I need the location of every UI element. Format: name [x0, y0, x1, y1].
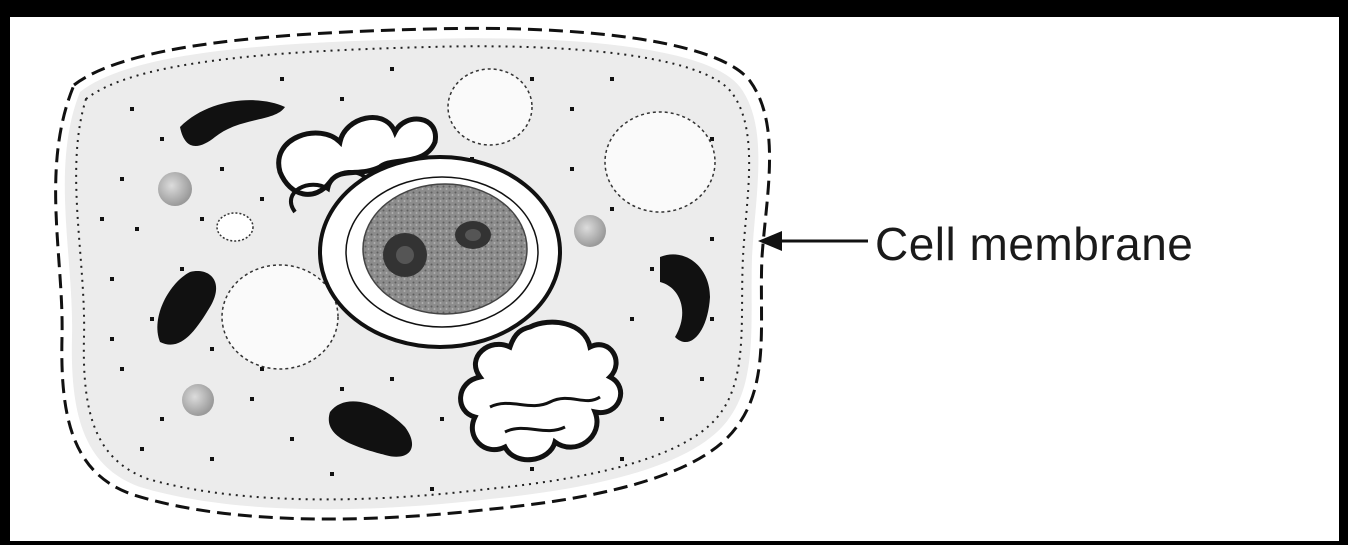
- vacuole-left: [222, 265, 338, 369]
- lysosome-1: [158, 172, 192, 206]
- vacuole-top-right: [605, 112, 715, 212]
- animal-cell-diagram: [10, 17, 1339, 541]
- cell-membrane-label: Cell membrane: [875, 217, 1193, 271]
- lysosome-3: [574, 215, 606, 247]
- vacuole-top-center: [448, 69, 532, 145]
- lysosome-2: [182, 384, 214, 416]
- diagram-frame: Cell membrane: [10, 17, 1339, 541]
- centriole: [217, 213, 253, 241]
